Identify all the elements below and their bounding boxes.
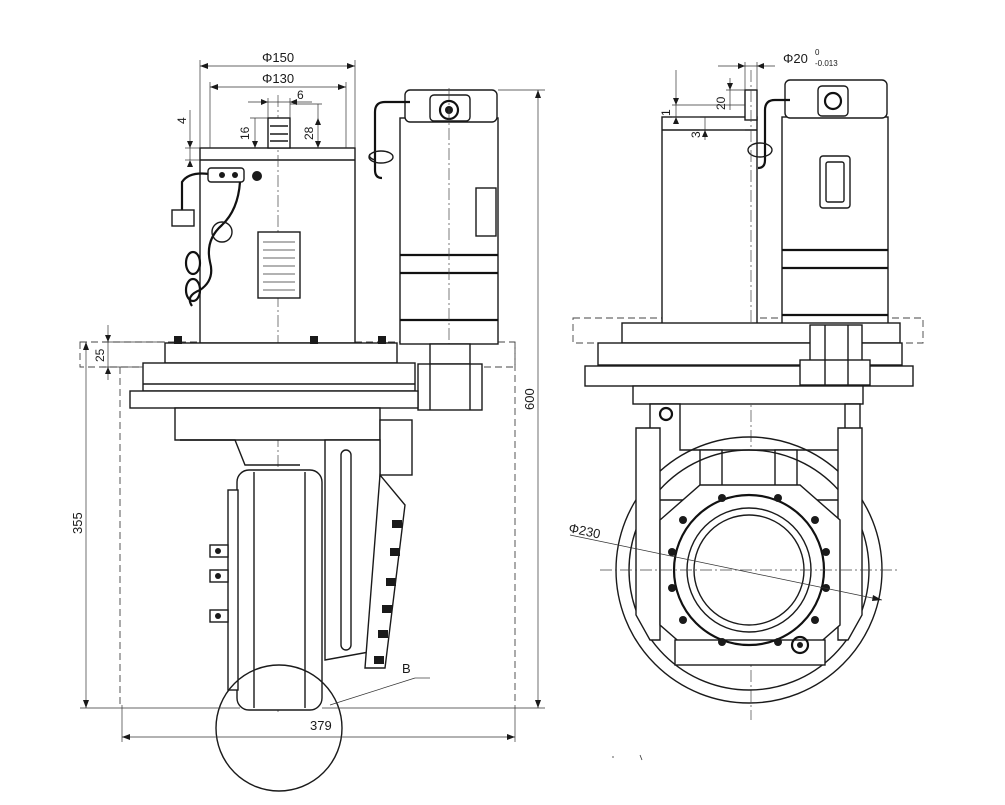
coupling-housing (417, 363, 483, 411)
sensor-plug (252, 171, 262, 181)
nameplate (257, 231, 301, 299)
side-bracket (379, 419, 413, 476)
dim-dia-230: Φ230 (567, 520, 601, 541)
side-motor-housing (661, 116, 758, 326)
top-flange (164, 342, 398, 364)
dim-16: 16 (238, 126, 252, 140)
side-hose (757, 98, 790, 170)
dim-355: 355 (70, 512, 85, 534)
wheel-bolts (209, 544, 229, 623)
side-left-plate (635, 427, 661, 641)
fork-bracket (174, 407, 381, 441)
sensor-cable (188, 181, 242, 307)
dim-1: 1 (659, 109, 673, 116)
side-view: Φ230 Φ20 0 -0.013 1 20 3 (567, 48, 924, 761)
detail-circle-b (215, 664, 343, 792)
dim-28: 28 (302, 126, 316, 140)
label-b: B (402, 661, 411, 676)
dim-600: 600 (522, 388, 537, 410)
hose-pipe (373, 100, 410, 180)
side-grease-nipple (790, 635, 810, 655)
drive-wheel (236, 469, 323, 711)
side-yoke-top (632, 385, 864, 405)
wheel-hub (227, 489, 239, 691)
dim-dia-20: Φ20 (783, 51, 808, 66)
front-view: Φ150 Φ130 6 16 28 4 25 355 600 379 B (70, 50, 545, 792)
sensor-block (171, 209, 195, 227)
coupling (429, 343, 471, 365)
dim-3: 3 (689, 131, 703, 138)
dim-dia-130: Φ130 (262, 71, 294, 86)
gear-motor-window (475, 187, 497, 237)
slewing-ring (142, 362, 416, 392)
dim-379: 379 (310, 718, 332, 733)
top-shaft-stub (267, 117, 291, 149)
fork-slot (340, 449, 352, 651)
dim-dia-150: Φ150 (262, 50, 294, 65)
base-plate (129, 390, 419, 409)
dim-4: 4 (175, 117, 189, 124)
dim-dia-230-leader (569, 534, 883, 601)
sensor-connector (207, 167, 245, 183)
dim-25: 25 (93, 348, 107, 362)
dim-20: 20 (714, 96, 728, 110)
side-right-plate (837, 427, 863, 641)
side-gear-motor (781, 116, 889, 326)
dim-tol-lower: -0.013 (815, 59, 838, 68)
dim-tol-upper: 0 (815, 48, 820, 57)
side-hub-bolts (668, 494, 830, 646)
dim-6: 6 (297, 88, 304, 102)
cable-clip (211, 221, 233, 243)
